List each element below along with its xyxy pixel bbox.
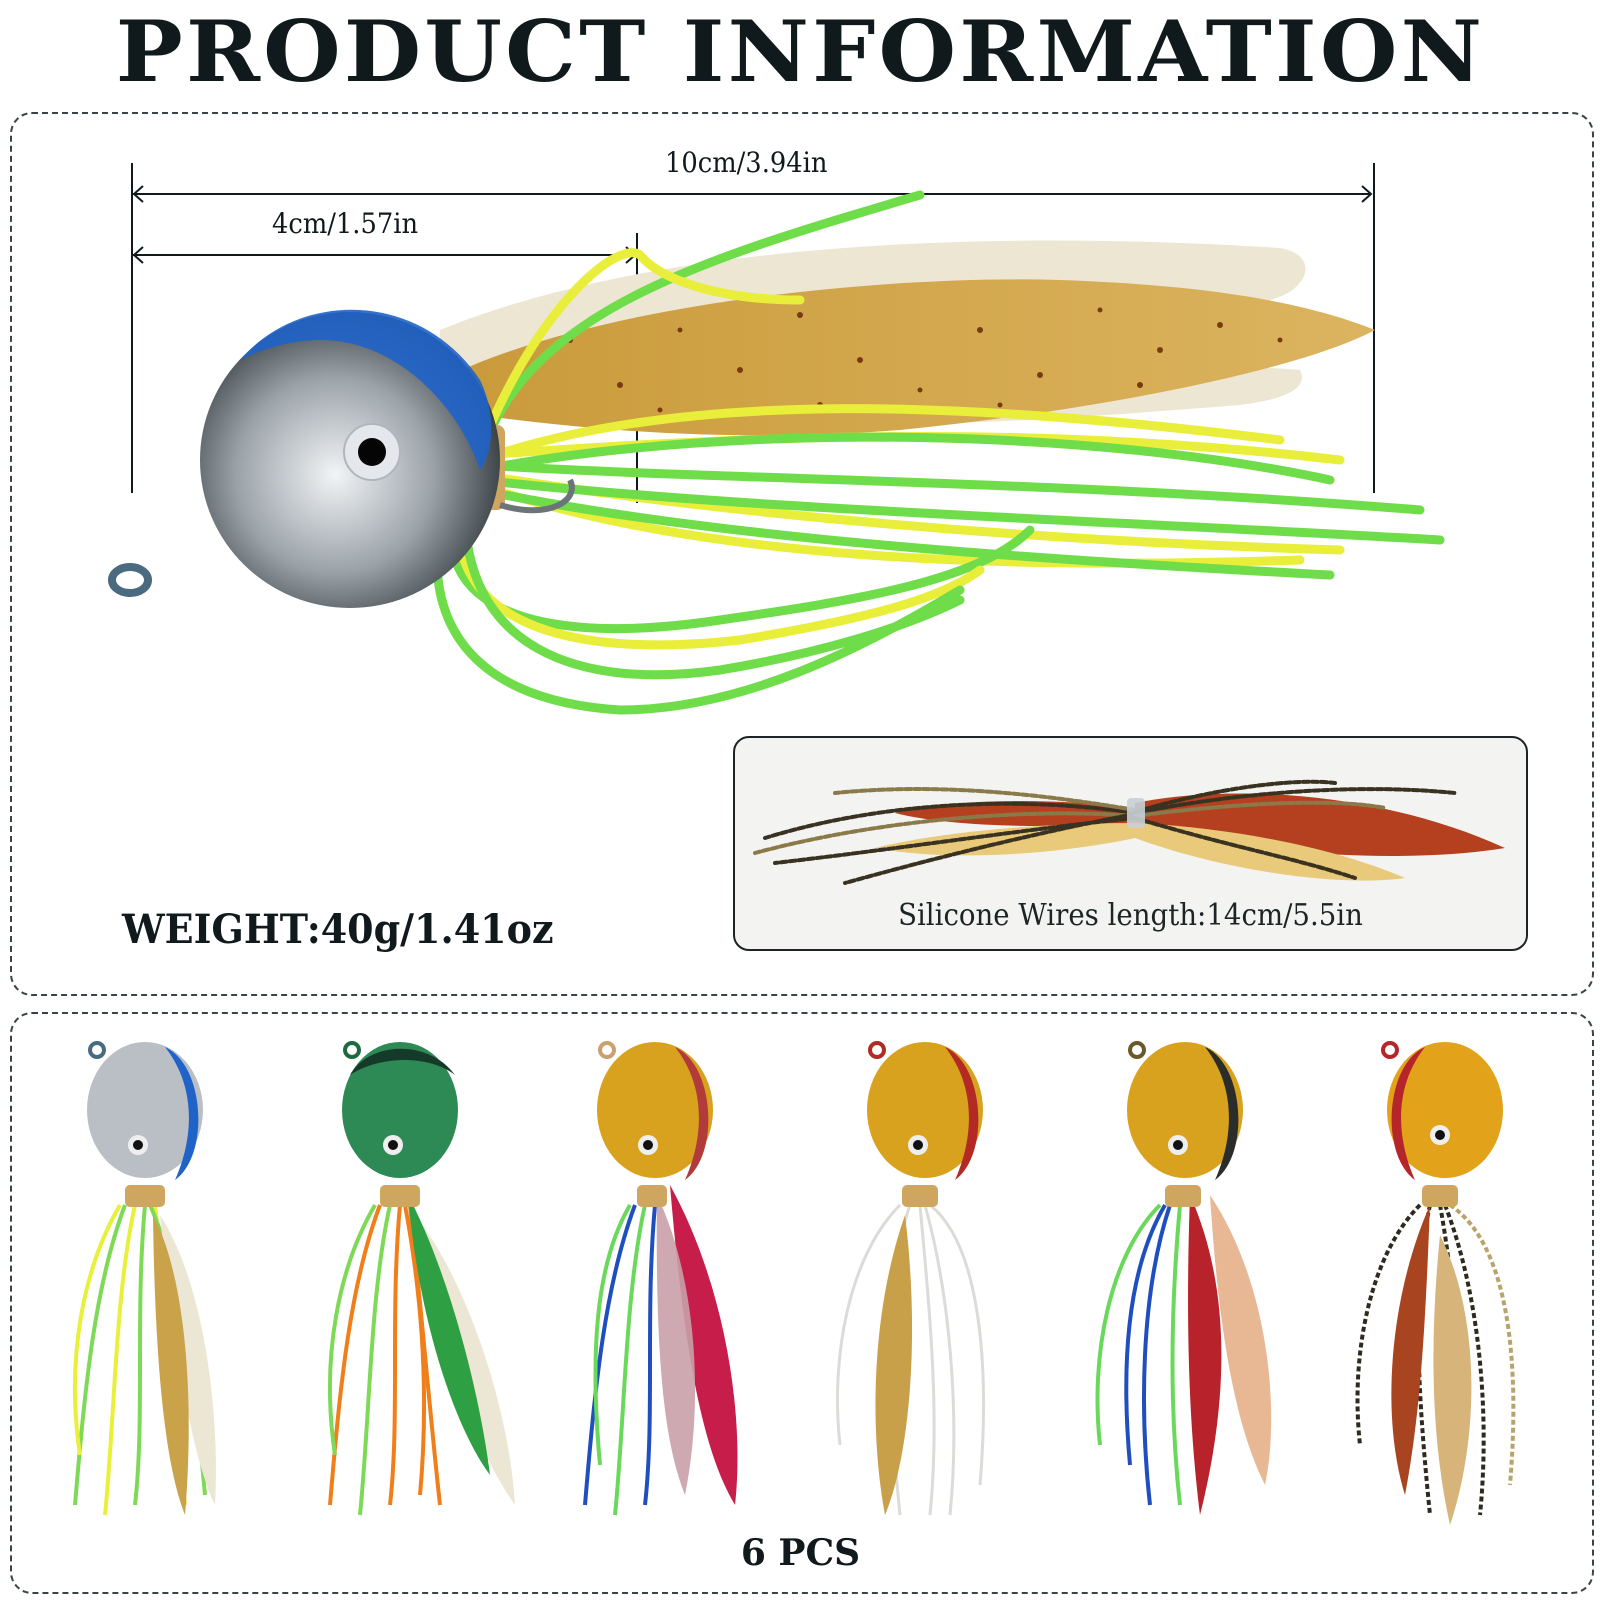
quantity-label: 6 PCS [740,1532,861,1574]
silicone-wires-image [753,779,1505,885]
main-lure-image [108,190,1445,715]
lure-variant-5 [1095,1041,1272,1515]
lure-variant-6 [1355,1041,1516,1525]
head-length-label: 4cm/1.57in [272,207,419,240]
page-title: PRODUCT INFORMATION [115,2,1486,101]
total-length-line [133,193,1371,195]
variants-panel [10,1012,1594,1594]
lure-variant-2 [327,1041,515,1516]
silicone-wires-caption: Silicone Wires length:14cm/5.5in [898,898,1363,933]
eyelet-icon [108,563,152,597]
weight-label: WEIGHT:40g/1.41oz [122,906,554,953]
skirt-strands [432,190,1445,715]
lure-variant-3 [583,1041,738,1516]
hook-icon [499,478,575,514]
lure-variant-1 [72,1041,216,1516]
total-length-label: 10cm/3.94in [665,146,828,179]
silicone-wires-inset: Silicone Wires length:14cm/5.5in [733,736,1528,951]
dimension-left-tick [131,163,133,493]
dimension-right-tick [1373,163,1375,493]
lure-variant-4 [836,1041,985,1516]
head-length-line [133,254,635,256]
